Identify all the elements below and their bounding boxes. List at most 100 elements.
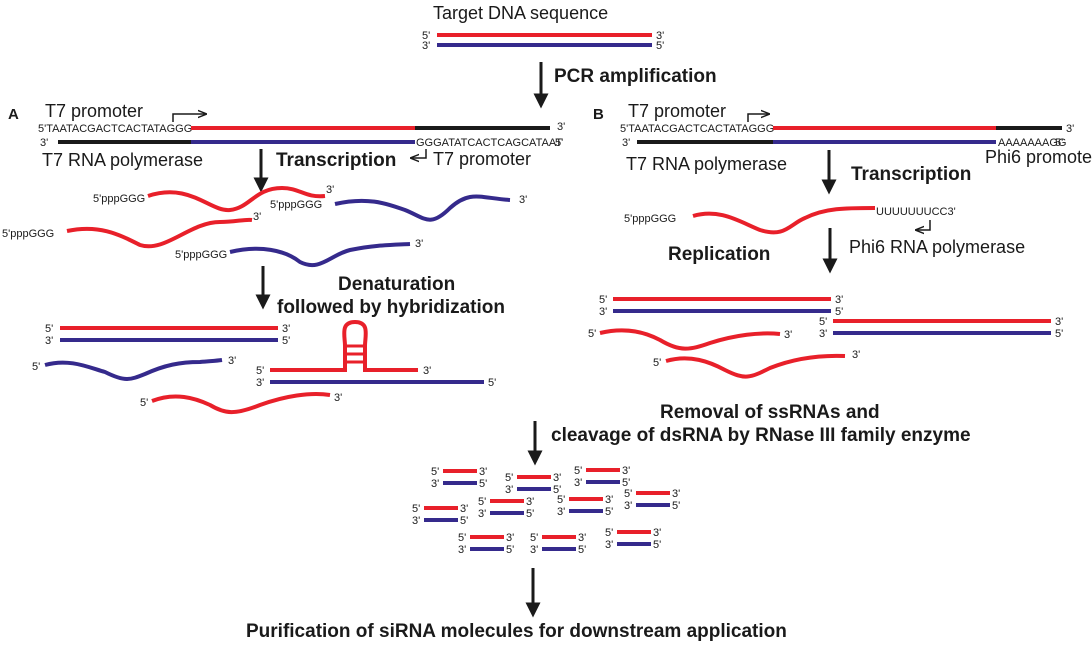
end-label: 5' [557,494,565,506]
hybridization-label: followed by hybridization [277,297,505,318]
end-label: 5' [624,488,632,500]
phi6-polymerase-label: Phi6 RNA polymerase [849,237,1025,257]
end-label: 3' [672,488,680,500]
sense-rna-transcript [66,217,253,249]
end-label: 5' [605,527,613,539]
ssrna-sense [665,353,846,379]
transcription-label: Transcription [851,164,971,185]
end-label: 3' [506,532,514,544]
ssrna-antisense [44,358,223,381]
end-label: 3' [505,484,513,496]
rna-prefix: 5'pppGGG [270,199,322,211]
target-dna-title: Target DNA sequence [433,3,608,23]
t7-sequence-bottom: GGGATATCACTCAGCATAAT [416,137,562,149]
end-label: 3' [852,349,860,361]
end-label: 5' [819,316,827,328]
end-label: 5' [599,294,607,306]
end-label: 3' [334,392,342,404]
end-label: 5' [578,544,586,556]
sirna-duplex: 5' 3' 3' 5' [478,496,534,520]
end-label: 5' [835,306,843,318]
end-label: 3' [228,355,236,367]
end-label: 3' [819,328,827,340]
end-label: 3' [656,30,664,42]
removal-label: Removal of ssRNAs and [660,402,880,423]
sirna-duplex: 5' 3' 3' 5' [530,532,586,556]
end-label: 5' [672,500,680,512]
end-label: 5' [622,477,630,489]
end-label: 5' [256,365,264,377]
antisense-rna-transcript [229,242,411,268]
t7-promoter-top-label: T7 promoter [45,101,143,121]
promoter-arrow-icon [172,114,205,122]
end-label: 5' [526,508,534,520]
end-label: 5' [45,323,53,335]
end-label: 3' [784,329,792,341]
end-label: 3' [460,503,468,515]
end-label: 3' [519,194,527,206]
end-label: 3' [553,472,561,484]
end-label: 3' [557,506,565,518]
end-label: 3' [253,211,261,223]
end-label: 3' [599,306,607,318]
end-label: 5' [458,532,466,544]
end-label: 3' [574,477,582,489]
end-label: 3' [530,544,538,556]
end-label: 3' [557,121,565,133]
end-label: 3' [479,466,487,478]
end-label: 5' [555,137,563,149]
end-label: 3' [45,335,53,347]
end-label: 5' [505,472,513,484]
t7-sequence-top: 5'TAATACGACTCACTATAGGG [620,123,774,135]
end-label: 3' [605,494,613,506]
end-label: 5' [553,484,561,496]
end-label: 3' [835,294,843,306]
end-label: 5' [1055,137,1063,149]
panel-b-letter: B [593,106,604,123]
end-label: 3' [478,508,486,520]
sirna-duplex: 5' 3' 3' 5' [605,527,661,551]
sirna-duplex: 5' 3' 3' 5' [431,466,487,490]
end-label: 3' [256,377,264,389]
sirna-duplex: 5' 3' 3' 5' [412,503,468,527]
denaturation-label: Denaturation [338,274,455,295]
end-label: 5' [479,478,487,490]
ssrna-sense [599,328,781,351]
hairpin-rna [270,319,418,372]
purification-label: Purification of siRNA molecules for down… [246,621,787,642]
end-label: 5' [1055,328,1063,340]
sense-rna-transcript [147,185,326,213]
sirna-duplex: 5' 3' 3' 5' [458,532,514,556]
sirna-duplex: 5' 3' 3' 5' [505,472,561,496]
end-label: 5' [588,328,596,340]
sirna-duplex-group: 5' 3' 3' 5' 5' 3' 3' 5' 5' 3' 3' 5' 5' 3… [412,465,680,556]
end-label: 5' [530,532,538,544]
rna-prefix: 5'pppGGG [175,249,227,261]
promoter-arrow-icon [412,149,427,158]
end-label: 3' [412,515,420,527]
end-label: 5' [32,361,40,373]
replication-label: Replication [668,244,770,265]
panel-a-letter: A [8,106,19,123]
ssrna-sense [151,392,331,415]
t7-polymerase-label: T7 RNA polymerase [626,154,787,174]
end-label: 3' [422,40,430,52]
rna-prefix: 5'pppGGG [93,193,145,205]
end-label: 3' [1055,316,1063,328]
sirna-duplex: 5' 3' 3' 5' [557,494,613,518]
t7-promoter-label: T7 promoter [628,101,726,121]
end-label: 5' [140,397,148,409]
t7-promoter-bottom-label: T7 promoter [433,149,531,169]
pcr-label: PCR amplification [554,66,717,87]
t7-sequence-top: 5'TAATACGACTCACTATAGGG [38,123,192,135]
end-label: 3' [653,527,661,539]
end-label: 5' [653,539,661,551]
end-label: 3' [458,544,466,556]
end-label: 3' [415,238,423,250]
promoter-arrow-icon [747,114,768,122]
rna-prefix: 5'pppGGG [2,228,54,240]
rna-suffix: UUUUUUUCC3' [876,206,956,218]
end-label: 3' [1066,123,1074,135]
end-label: 3' [605,539,613,551]
